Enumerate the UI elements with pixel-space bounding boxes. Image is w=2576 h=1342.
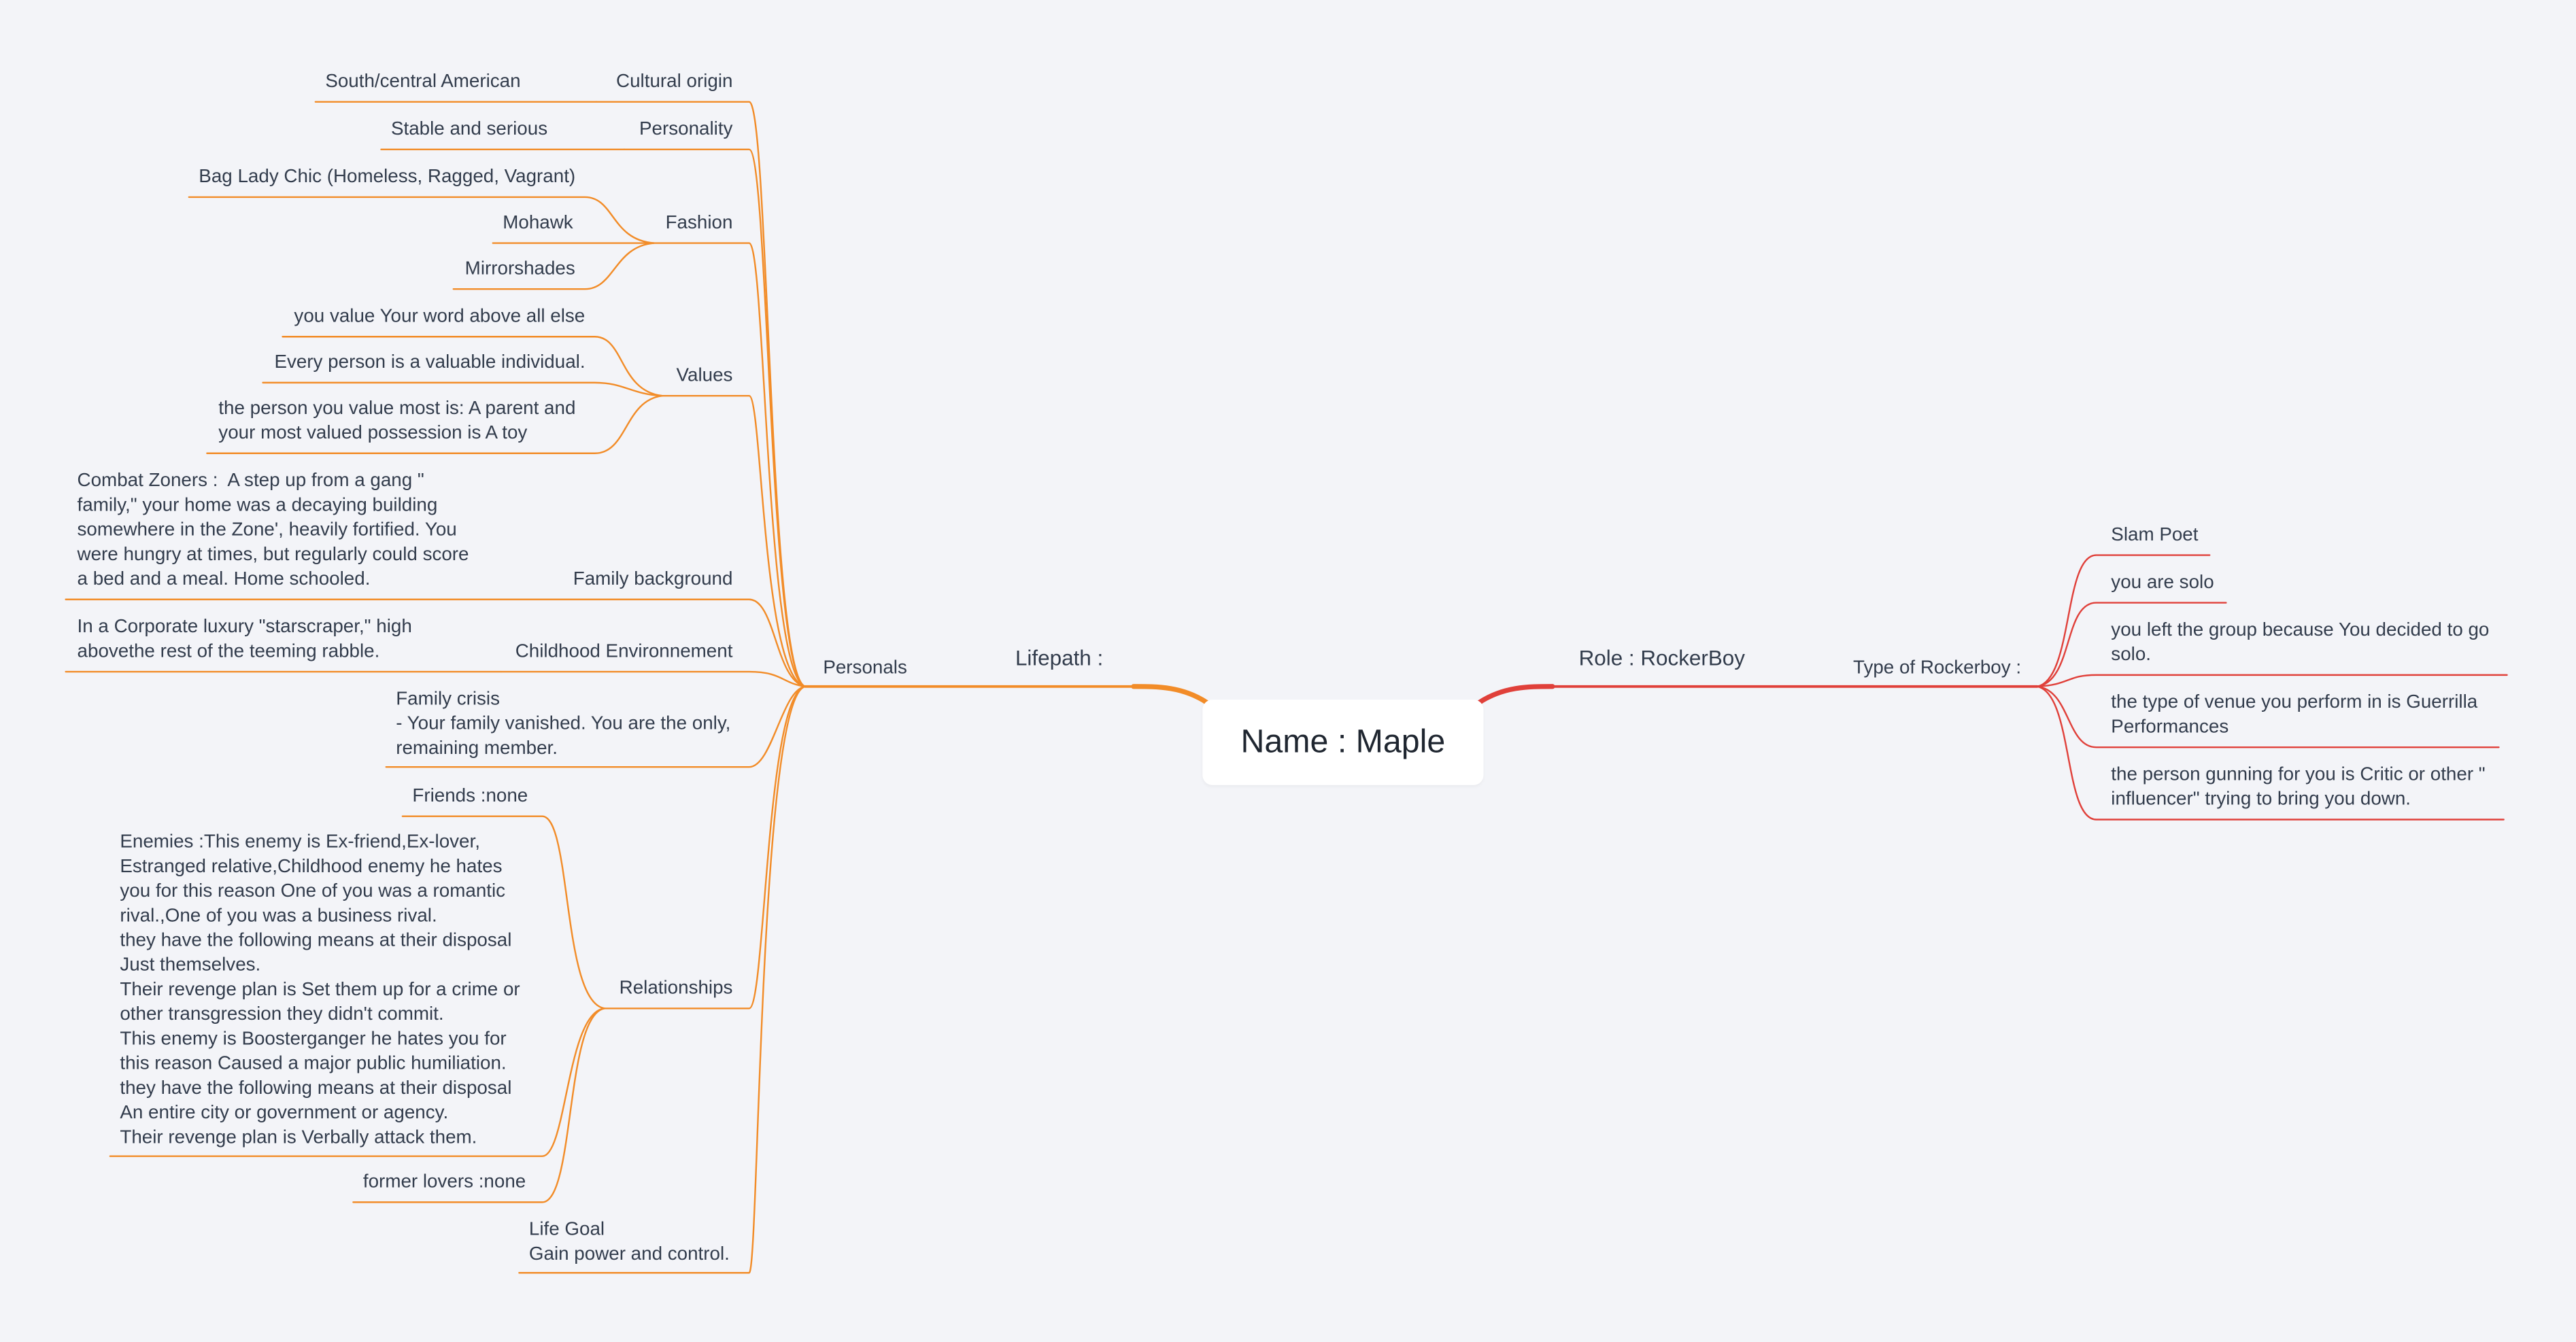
node-values-item[interactable]: the person you value most is: A parent a… <box>218 399 576 444</box>
link-type-2 <box>2036 602 2227 688</box>
node-childhood-value[interactable]: In a Corporate luxury "starscraper," hig… <box>77 617 412 662</box>
node-rockerboy-item[interactable]: you are solo <box>2111 573 2214 593</box>
node-type-of-rockerboy[interactable]: Type of Rockerboy : <box>1853 658 2022 678</box>
link-family-background <box>558 598 806 688</box>
node-personals[interactable]: Personals <box>823 658 907 678</box>
link-values-1 <box>282 336 663 397</box>
link-lovers <box>352 1008 606 1203</box>
root-node[interactable]: Name : Maple <box>1202 700 1484 785</box>
link-values <box>661 394 806 688</box>
node-values-item[interactable]: you value Your word above all else <box>294 307 586 327</box>
node-lifepath[interactable]: Lifepath : <box>1015 645 1104 670</box>
node-former-lovers[interactable]: former lovers :none <box>362 1172 526 1192</box>
node-fashion-item[interactable]: Bag Lady Chic (Homeless, Ragged, Vagrant… <box>199 167 576 188</box>
link-values-3 <box>206 394 663 454</box>
link-friends <box>401 815 606 1010</box>
node-childhood-environment[interactable]: Childhood Environnement <box>515 642 733 662</box>
node-personality[interactable]: Personality <box>639 120 733 140</box>
node-fashion-item[interactable]: Mirrorshades <box>464 259 575 279</box>
link-fashion-3 <box>452 242 655 290</box>
node-rockerboy-item[interactable]: the type of venue you perform in is Guer… <box>2111 693 2478 738</box>
node-life-goal[interactable]: Life Goal Gain power and control. <box>528 1220 730 1265</box>
node-rockerboy-item[interactable]: you left the group because You decided t… <box>2111 621 2490 666</box>
link-fashion-1 <box>188 196 655 244</box>
node-rockerboy-item[interactable]: Slam Poet <box>2111 526 2199 546</box>
link-root-lifepath <box>1131 684 1210 706</box>
node-cultural-origin-value[interactable]: South/central American <box>325 72 521 92</box>
link-childhood <box>500 670 806 688</box>
node-cultural-origin[interactable]: Cultural origin <box>616 72 733 92</box>
root-label: Name : Maple <box>1240 723 1446 760</box>
link-type-5 <box>2036 685 2505 821</box>
node-family-crisis[interactable]: Family crisis - Your family vanished. Yo… <box>396 689 731 759</box>
node-role[interactable]: Role : RockerBoy <box>1578 645 1745 670</box>
link-life-goal <box>518 685 806 1274</box>
link-root-role <box>1476 684 1555 706</box>
link-type-4 <box>2036 685 2500 749</box>
node-family-background[interactable]: Family background <box>573 570 733 590</box>
node-relationships[interactable]: Relationships <box>619 978 733 999</box>
link-personality <box>623 148 806 688</box>
link-family-crisis <box>385 685 806 768</box>
node-rockerboy-item[interactable]: the person gunning for you is Critic or … <box>2111 765 2486 810</box>
node-values-item[interactable]: Every person is a valuable individual. <box>274 353 586 373</box>
link-fashion <box>653 242 806 688</box>
node-family-background-value[interactable]: Combat Zoners : A step up from a gang " … <box>77 471 469 590</box>
node-enemies[interactable]: Enemies :This enemy is Ex-friend,Ex-love… <box>120 832 520 1148</box>
node-values[interactable]: Values <box>676 366 733 386</box>
node-personality-value[interactable]: Stable and serious <box>390 120 548 140</box>
node-friends[interactable]: Friends :none <box>412 787 528 807</box>
link-relationships <box>603 685 806 1010</box>
link-values-2 <box>262 381 663 397</box>
link-type-1 <box>2036 554 2211 688</box>
node-fashion-item[interactable]: Mohawk <box>503 213 573 234</box>
link-enemies <box>109 1008 606 1157</box>
node-fashion[interactable]: Fashion <box>665 213 733 234</box>
link-type-3 <box>2036 674 2508 688</box>
